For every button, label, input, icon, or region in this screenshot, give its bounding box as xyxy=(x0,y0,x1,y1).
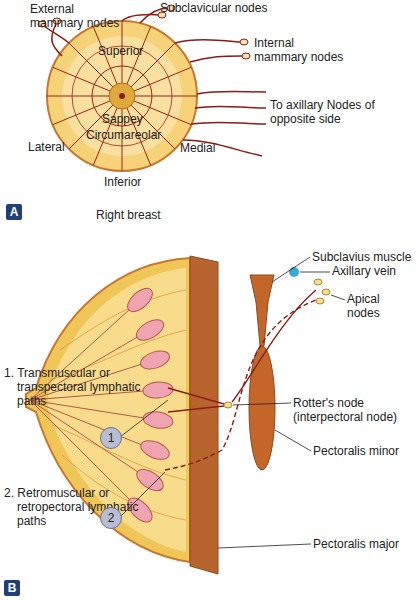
caption-label: Right breast xyxy=(96,208,161,222)
region-label: Circumareolar xyxy=(86,128,161,142)
region-label: Inferior xyxy=(104,175,141,189)
region-label: Lateral xyxy=(28,140,65,154)
anatomy-label: External mammary nodes xyxy=(30,2,122,30)
lymph-vessels xyxy=(44,8,266,156)
rotter-node xyxy=(224,402,232,408)
callout-number: 2 xyxy=(100,507,122,529)
callout-number: 1 xyxy=(100,427,122,449)
breast-side-view xyxy=(26,258,190,562)
anatomy-label: Apical nodes xyxy=(347,292,413,320)
panel-letter: A xyxy=(6,204,22,220)
muscles xyxy=(190,256,275,574)
pathway-label: 2. Retromuscular or retropectoral lympha… xyxy=(4,486,149,528)
anatomy-label: Internal mammary nodes xyxy=(254,36,346,64)
anatomy-label: Subclavius muscle xyxy=(312,250,411,264)
anatomy-label: Pectoralis minor xyxy=(313,444,399,458)
anatomy-label: Pectoralis major xyxy=(313,537,399,551)
region-label: Medial xyxy=(180,141,215,155)
axillary-vein xyxy=(289,267,299,277)
pathway-label: 1. Transmuscular or transpectoral lympha… xyxy=(4,366,149,408)
apical-nodes xyxy=(314,279,330,304)
breast-front-view xyxy=(47,21,197,171)
panel-letter: B xyxy=(4,580,20,596)
region-label: Sappey xyxy=(102,112,143,126)
anatomy-label: Axillary vein xyxy=(332,264,402,278)
region-label: Superior xyxy=(98,44,143,58)
anatomy-label: To axillary Nodes of opposite side xyxy=(270,98,402,126)
anatomy-label: Rotter's node (interpectoral node) xyxy=(293,396,417,424)
anatomy-label: Subclavicular nodes xyxy=(160,1,267,15)
lymphatic-paths xyxy=(165,290,316,470)
